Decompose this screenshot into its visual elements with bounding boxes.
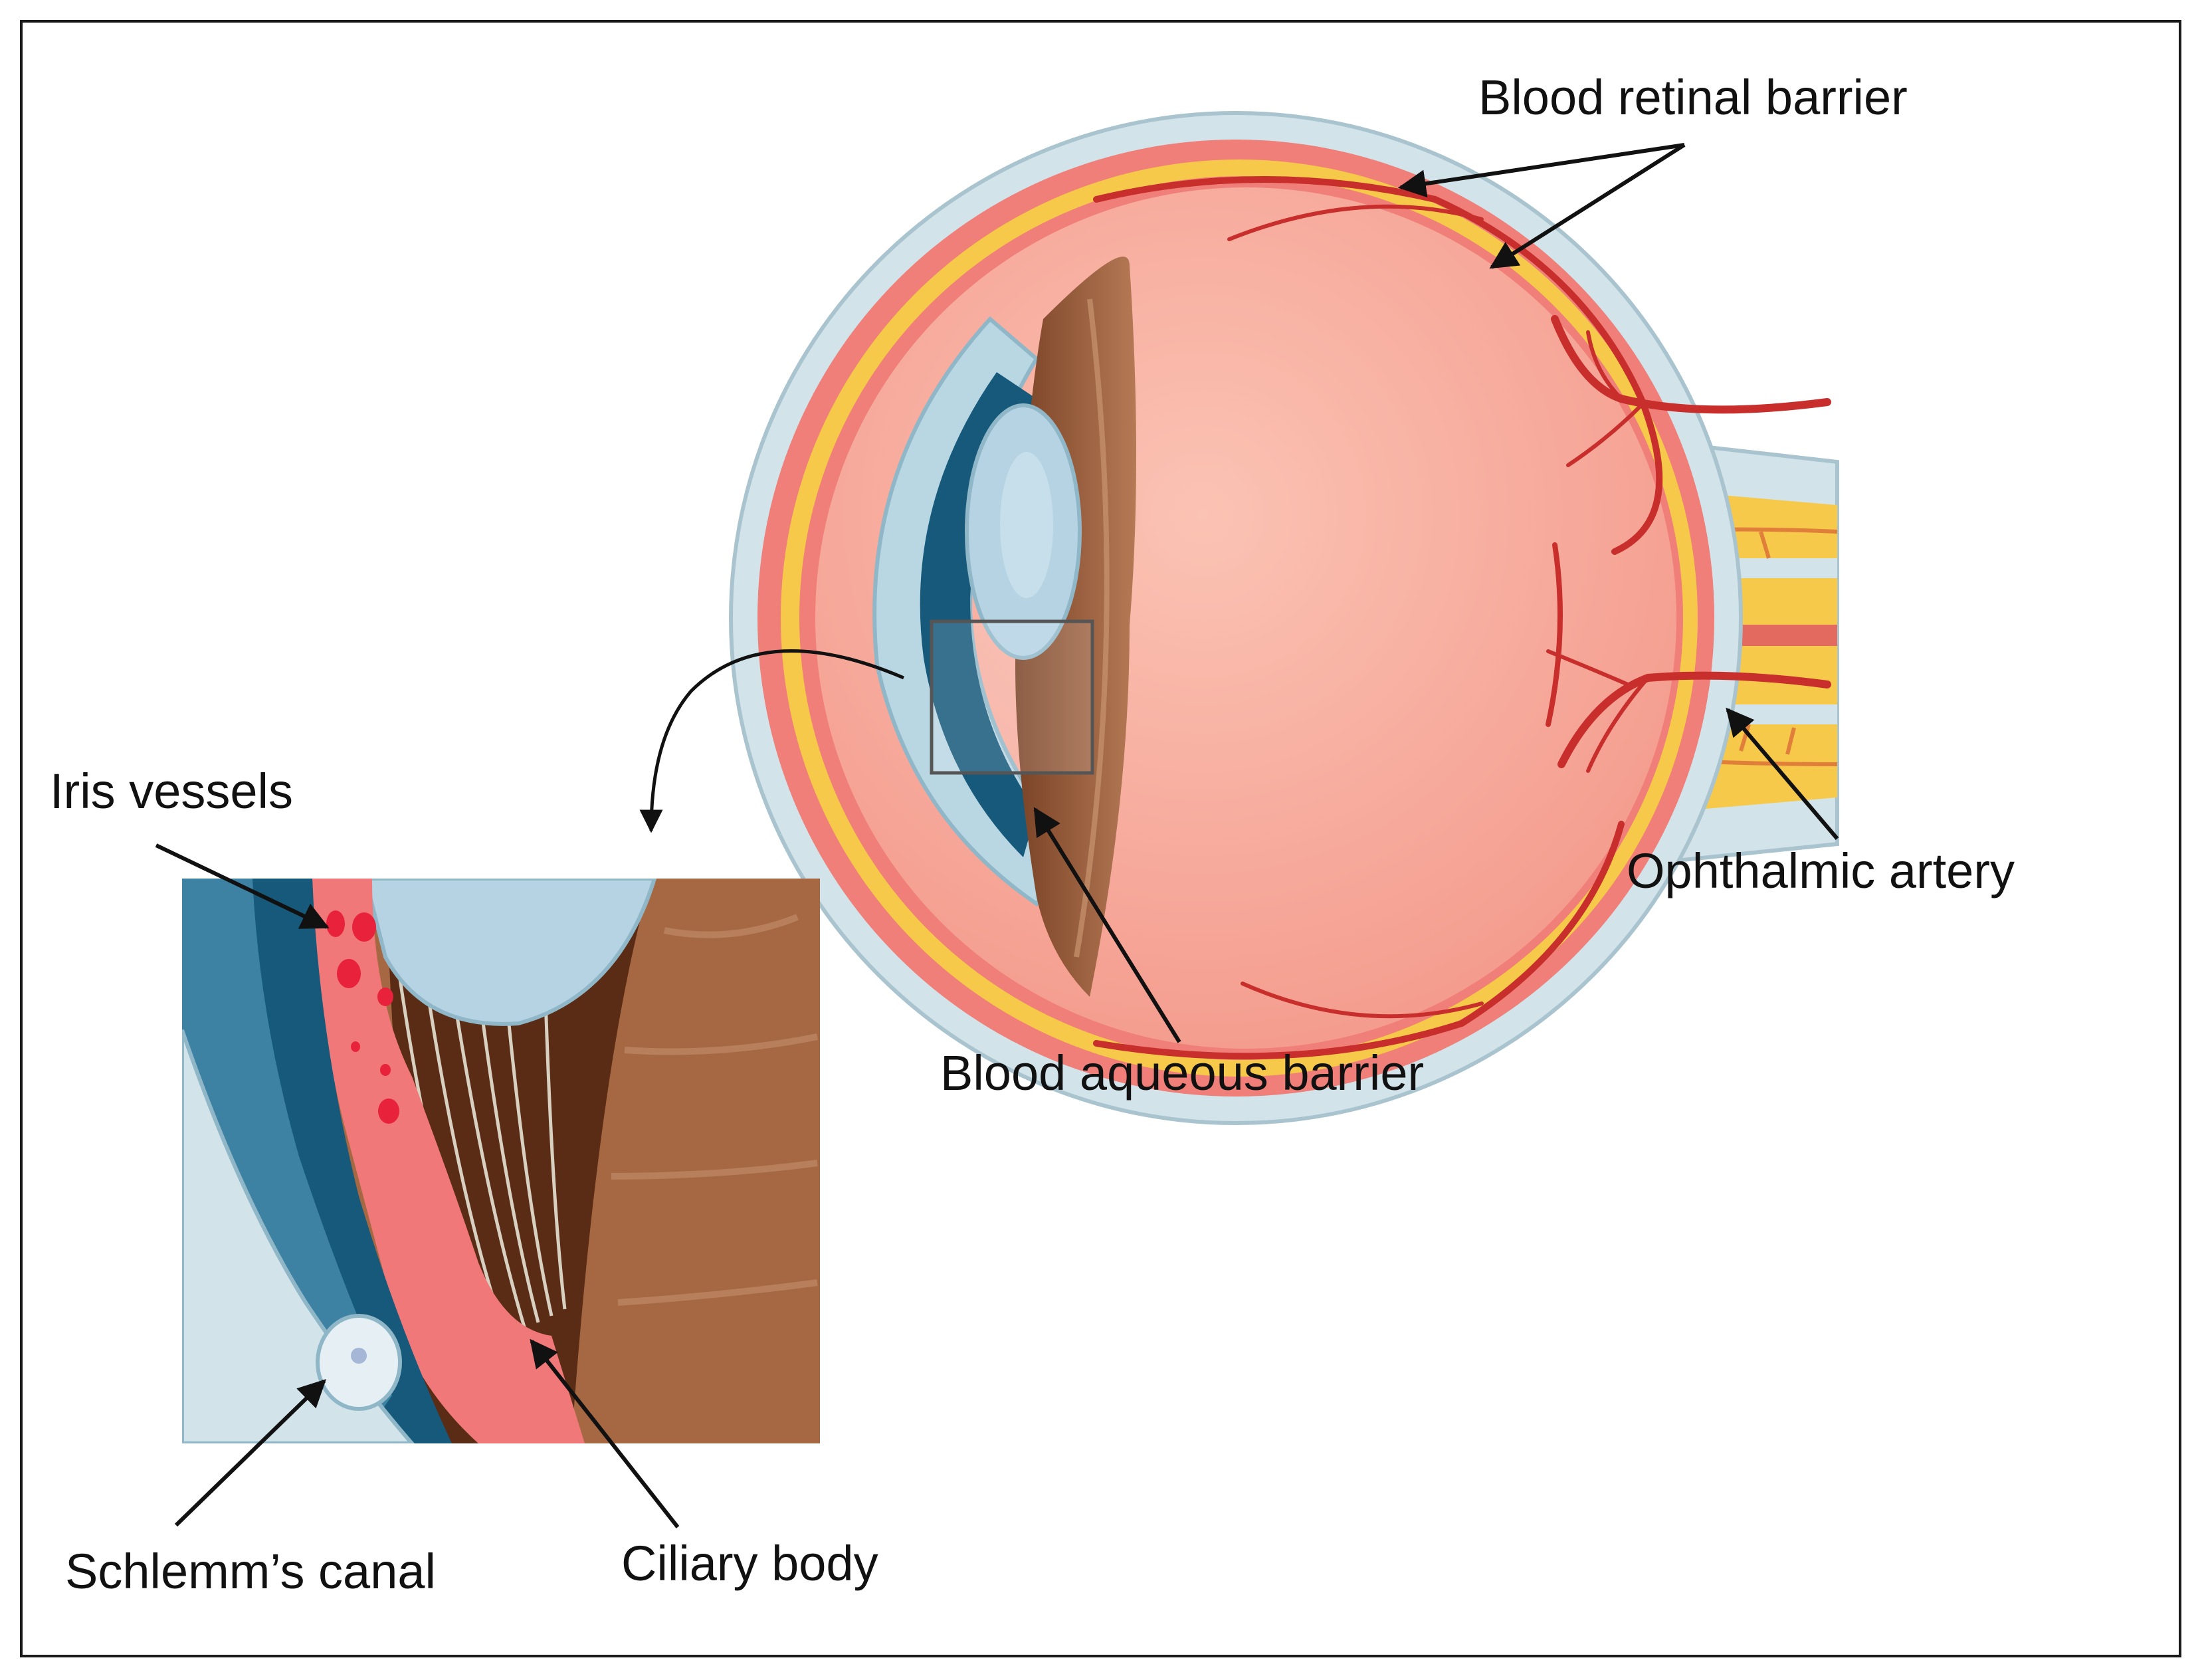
label-blood-retinal-barrier: Blood retinal barrier bbox=[1478, 70, 1908, 125]
arrow-aqueous bbox=[1033, 807, 1181, 1043]
retinal-vessels bbox=[1093, 176, 1663, 1060]
eye-cross-section bbox=[729, 111, 1839, 1125]
inset-magnified-view bbox=[182, 879, 820, 1443]
arrow-ophthalmic bbox=[1726, 707, 1839, 840]
arrow-schlemms-canal bbox=[174, 1379, 327, 1527]
zoom-arrow bbox=[639, 649, 904, 833]
label-blood-aqueous-barrier: Blood aqueous barrier bbox=[940, 1045, 1424, 1101]
zoom-region-box bbox=[930, 619, 1094, 775]
arrow-retinal-2 bbox=[1489, 143, 1686, 269]
arrow-ciliary-body bbox=[530, 1338, 680, 1528]
label-ophthalmic-artery: Ophthalmic artery bbox=[1627, 843, 2015, 898]
arrow-iris-vessels bbox=[155, 843, 330, 929]
label-schlemms-canal: Schlemm’s canal bbox=[65, 1544, 436, 1599]
label-iris-vessels: Iris vessels bbox=[50, 764, 293, 819]
label-ciliary-body: Ciliary body bbox=[621, 1536, 878, 1591]
ophthalmic-artery-vessels bbox=[1546, 315, 1831, 773]
arrow-retinal-1 bbox=[1397, 143, 1685, 198]
iris-vessel-dots bbox=[326, 910, 399, 1124]
